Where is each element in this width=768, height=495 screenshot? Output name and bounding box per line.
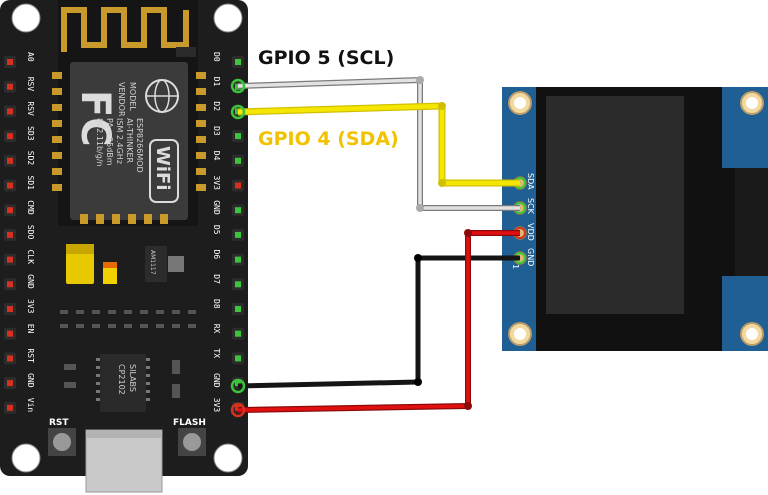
left-pin-sd1[interactable]: SD1 <box>4 176 35 192</box>
right-pin-tx[interactable]: TX <box>212 348 244 365</box>
right-pin-d4[interactable]: D4 <box>212 151 244 167</box>
module-text-vendor: VENDOR <box>117 82 126 117</box>
right-pin-d7[interactable]: D7 <box>212 274 244 291</box>
right-pin-d3[interactable]: D3 <box>212 126 244 143</box>
left-pin-rsv[interactable]: RSV <box>4 77 35 93</box>
left-pin-gnd[interactable]: GND <box>4 373 35 390</box>
left-pin-a0[interactable]: A0 <box>4 52 35 68</box>
left-pin-label: RSV <box>26 101 35 116</box>
scl-wire <box>237 77 520 211</box>
smd-row <box>60 310 196 328</box>
left-pin-label: GND <box>26 373 35 388</box>
left-pin-label: SD2 <box>26 151 35 166</box>
smd-small <box>64 360 180 398</box>
left-pin-label: RST <box>26 348 35 363</box>
right-pin-label: RX <box>212 324 221 334</box>
left-pin-gnd[interactable]: GND <box>4 274 35 291</box>
right-pin-rx[interactable]: RX <box>212 324 244 340</box>
left-pin-label: SDO <box>26 225 35 240</box>
left-pin-label: Vin <box>26 398 35 413</box>
right-pin-gnd[interactable]: GND <box>212 200 244 217</box>
sda-wire <box>237 102 520 187</box>
right-pin-label: D3 <box>212 126 221 136</box>
module-text-model: MODEL <box>128 82 137 111</box>
module-text-80211: 802.11b/g/n <box>95 118 104 167</box>
left-pin-label: 3V3 <box>26 299 35 314</box>
left-pin-label: EN <box>26 324 35 334</box>
right-pin-label: D5 <box>212 225 221 235</box>
sda-label: GPIO 4 (SDA) <box>258 128 399 150</box>
right-pin-label: TX <box>212 348 221 358</box>
module-text-esp8266mod: ESP8266MOD <box>135 118 144 173</box>
module-text-ism: ISM 2.4GHz <box>115 118 124 164</box>
left-pin-rst[interactable]: RST <box>4 348 35 365</box>
svg-text:SILABS: SILABS <box>128 364 137 392</box>
right-pin-d5[interactable]: D5 <box>212 225 244 241</box>
left-pin-3v3[interactable]: 3V3 <box>4 299 35 315</box>
voltage-regulator: AM1117 <box>145 246 184 282</box>
usb-connector <box>85 429 163 493</box>
right-pin-label: GND <box>212 373 221 388</box>
nodemcu-board: FC MODEL VENDOR ESP8266MOD AI-THINKER IS… <box>0 0 248 493</box>
vcc-wire <box>237 230 520 413</box>
esp8266-module: FC MODEL VENDOR ESP8266MOD AI-THINKER IS… <box>52 0 206 226</box>
left-pin-sdo[interactable]: SDO <box>4 225 35 241</box>
rst-button[interactable]: RST <box>48 418 76 456</box>
right-pin-label: D2 <box>212 101 221 111</box>
right-pin-label: GND <box>212 200 221 215</box>
right-pin-label: D4 <box>212 151 221 161</box>
gnd-wire <box>237 255 520 389</box>
fc-logo: FC <box>72 90 118 147</box>
svg-text:WiFi: WiFi <box>152 146 173 191</box>
right-pin-3v3[interactable]: 3V3 <box>212 176 244 192</box>
oled-pin-label: VDD <box>526 223 535 241</box>
right-pin-label: 3V3 <box>212 176 221 191</box>
oled-pin-label: SDA <box>526 173 535 190</box>
right-pin-label: D8 <box>212 299 221 309</box>
left-pin-label: CMD <box>26 200 35 215</box>
left-pin-sd2[interactable]: SD2 <box>4 151 35 167</box>
module-text-pa: PA +25dBm <box>105 118 114 166</box>
right-pin-label: D0 <box>212 52 221 62</box>
scl-label: GPIO 5 (SCL) <box>258 47 394 69</box>
left-pin-label: CLK <box>26 250 35 265</box>
right-pin-d0[interactable]: D0 <box>212 52 244 68</box>
oled-pin-label: SCK <box>526 198 535 215</box>
svg-text:FLASH: FLASH <box>173 418 206 428</box>
right-pin-label: D6 <box>212 250 221 260</box>
left-pin-cmd[interactable]: CMD <box>4 200 35 217</box>
left-pin-label: SD1 <box>26 176 35 191</box>
left-pin-vin[interactable]: Vin <box>4 398 35 414</box>
left-pin-label: GND <box>26 274 35 289</box>
right-pin-d8[interactable]: D8 <box>212 299 244 315</box>
svg-text:RST: RST <box>49 418 69 428</box>
svg-text:AM1117: AM1117 <box>149 250 156 275</box>
left-pin-label: SD3 <box>26 126 35 141</box>
right-pin-label: 3V3 <box>212 398 221 413</box>
left-pin-label: A0 <box>26 52 35 62</box>
wires <box>230 76 520 418</box>
svg-text:CP2102: CP2102 <box>117 364 126 395</box>
globe-logo-icon <box>145 79 179 113</box>
left-pin-clk[interactable]: CLK <box>4 250 35 266</box>
flash-button[interactable]: FLASH <box>173 418 206 456</box>
wifi-logo-icon: WiFi <box>149 139 179 203</box>
usb-uart-chip: SILABS CP2102 <box>96 354 150 412</box>
left-pin-rsv[interactable]: RSV <box>4 101 35 118</box>
oled-pin-number-1: 1 <box>511 264 520 269</box>
right-pin-label: D7 <box>212 274 221 284</box>
oled-pin-label: GND <box>526 248 535 266</box>
right-pin-d6[interactable]: D6 <box>212 250 244 266</box>
left-pin-label: RSV <box>26 77 35 92</box>
right-pin-label: D1 <box>212 77 221 87</box>
left-pin-en[interactable]: EN <box>4 324 35 340</box>
module-pads <box>52 72 206 224</box>
antenna-trace <box>61 7 189 52</box>
left-pin-sd3[interactable]: SD3 <box>4 126 35 143</box>
module-text-aithinker: AI-THINKER <box>125 118 134 164</box>
